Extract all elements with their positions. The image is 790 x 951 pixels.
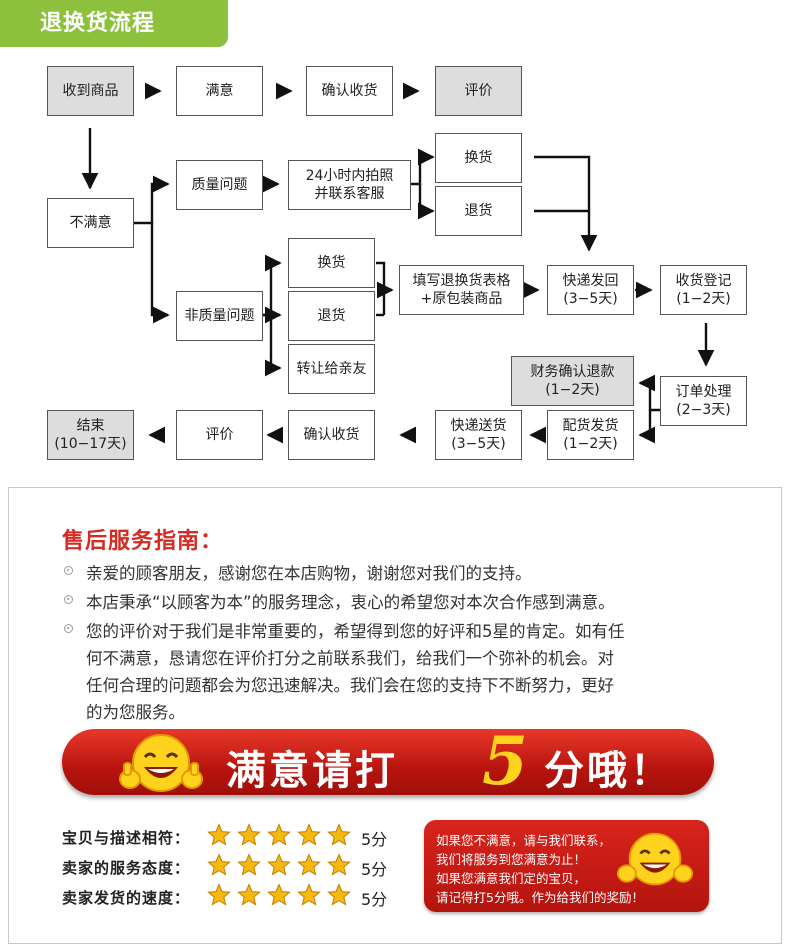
note-line: 我们将服务到您满意为止！ [436,852,587,867]
step-fill-form: 填写退换货表格 +原包装商品 [399,265,524,315]
note-line: 如果您满意我们定的宝贝， [436,871,587,886]
step-order-process: 订单处理 (2−3天) [660,376,747,426]
step-exchange-quality: 换货 [435,133,522,183]
banner-left-text: 满意请打 [226,748,398,794]
star-icon [207,883,231,906]
step-review-bottom: 评价 [176,410,263,460]
star-icon [297,853,321,876]
guide-line: 您的评价对于我们是非常重要的，希望得到您的好评和5星的肯定。如有任 [86,622,625,641]
smiley-thumbs-up-icon [616,832,694,886]
guide-line: 本店秉承“以顾客为本”的服务理念，衷心的希望您对本次合作感到满意。 [86,593,615,612]
bullet-icon [64,595,73,604]
step-confirm-receipt-bottom: 确认收货 [288,410,375,460]
step-transfer-friend: 转让给亲友 [288,344,375,394]
step-quick-send-back: 快递发回 (3−5天) [547,265,634,315]
bullet-icon [64,566,73,575]
star-rating-shipping [207,883,351,907]
header-title: 退换货流程 [40,11,156,36]
step-exchange-nonquality: 换货 [288,238,375,288]
guide-line: 何不满意，恳请您在评价打分之前联系我们，给我们一个弥补的机会。对 [86,649,614,668]
star-icon [237,883,261,906]
star-icon [327,883,351,906]
rating-label-service: 卖家的服务态度： [62,859,191,877]
step-confirm-receipt-top: 确认收货 [306,66,393,116]
step-non-quality-issue: 非质量问题 [176,291,263,341]
banner-right-text: 分哦！ [544,748,673,794]
step-satisfied: 满意 [176,66,263,116]
guide-line: 亲爱的顾客朋友，感谢您在本店购物，谢谢您对我们的支持。 [86,564,532,583]
rating-label-description: 宝贝与描述相符： [62,829,191,847]
star-icon [207,853,231,876]
note-line: 如果您不满意，请与我们联系， [436,833,612,848]
step-ship-goods: 配货发货 (1−2天) [547,410,634,460]
star-icon [237,823,261,846]
star-icon [297,883,321,906]
step-return-quality: 退货 [435,186,522,236]
page-header: 退换货流程 [0,0,228,47]
star-icon [267,823,291,846]
star-icon [237,853,261,876]
step-quick-deliver: 快递送货 (3−5天) [435,410,522,460]
step-unsatisfied: 不满意 [47,198,134,248]
step-receive-goods: 收到商品 [47,66,134,116]
star-icon [297,823,321,846]
step-photo-contact: 24小时内拍照 并联系客服 [288,160,411,210]
note-line: 请记得打5分哦。作为给我们的奖励！ [436,890,644,905]
score-service: 5分 [361,860,388,879]
banner-number: 5 [482,722,528,800]
star-rating-description [207,823,351,847]
star-icon [267,883,291,906]
score-description: 5分 [361,830,388,849]
guide-title: 售后服务指南： [62,529,224,554]
guide-line: 的为您服务。 [86,703,185,722]
step-end: 结束 (10−17天) [47,410,134,460]
step-return-nonquality: 退货 [288,291,375,341]
flow-connectors [81,82,715,444]
star-icon [267,853,291,876]
rating-label-shipping: 卖家发货的速度： [62,889,191,907]
guide-line: 任何合理的问题都会为您迅速解决。我们会在您的支持下不断努力，更好 [86,676,614,695]
step-review-top: 评价 [435,66,522,116]
star-icon [327,823,351,846]
bullet-icon [64,624,73,633]
star-rating-service [207,853,351,877]
star-icon [207,823,231,846]
star-icon [327,853,351,876]
step-receive-register: 收货登记 (1−2天) [660,265,747,315]
step-quality-issue: 质量问题 [176,160,263,210]
smiley-thumbs-up-icon [119,734,203,792]
step-finance-refund: 财务确认退款 (1−2天) [511,356,634,406]
score-shipping: 5分 [361,890,388,909]
